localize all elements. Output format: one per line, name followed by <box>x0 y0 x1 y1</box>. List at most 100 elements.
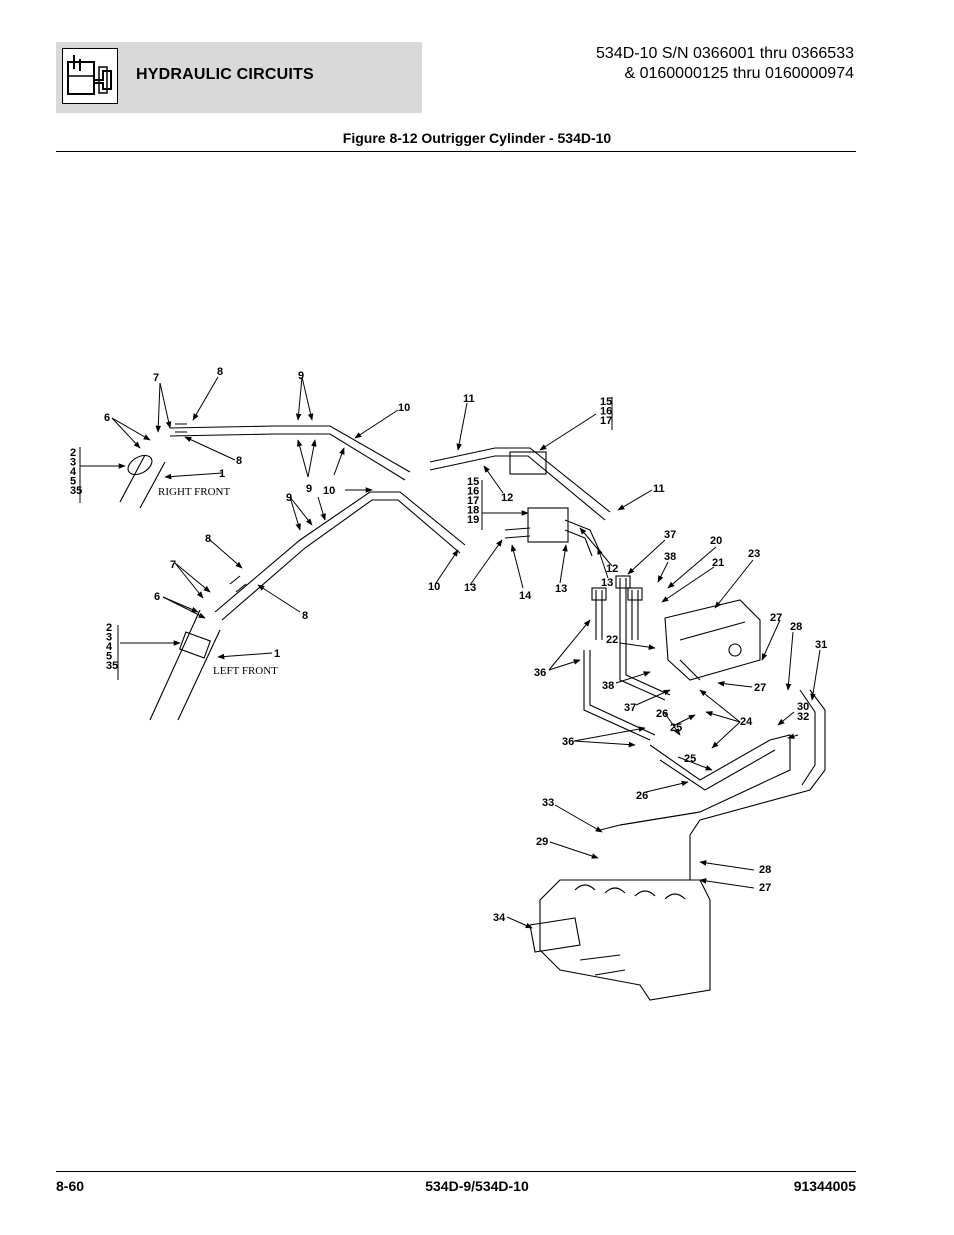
callout: 37 <box>664 529 676 541</box>
right-front-cylinder-end <box>127 454 153 476</box>
callout: 20 <box>710 535 722 547</box>
main-valve-handle-block <box>529 917 581 953</box>
main-valve-spools <box>579 954 626 976</box>
callout: 10 <box>398 402 410 414</box>
upper-clamp-block <box>509 451 547 475</box>
callout: 28 <box>759 864 771 876</box>
stack-callout: 18 <box>467 505 479 517</box>
stack-callout: 35 <box>70 485 82 497</box>
stack-callout: 3 <box>106 632 112 644</box>
callout: 25 <box>670 722 682 734</box>
callout: 26 <box>636 790 648 802</box>
callout: 30 <box>797 701 809 713</box>
callout: 28 <box>790 621 802 633</box>
callout: 6 <box>154 591 160 603</box>
callout: 31 <box>815 639 827 651</box>
stack-callout: 17 <box>467 495 479 507</box>
vertical-tube-middle <box>619 578 671 701</box>
stack-callout: 3 <box>70 457 76 469</box>
callout: 38 <box>664 551 676 563</box>
callout: 29 <box>536 836 548 848</box>
callout: 23 <box>748 548 760 560</box>
callout: 9 <box>298 370 304 382</box>
footer-rule <box>56 1171 856 1172</box>
vertical-tube-right <box>631 590 639 640</box>
tube-nut-b <box>615 575 631 589</box>
stack-callout: 4 <box>70 466 77 478</box>
document-number: 91344005 <box>793 1178 856 1194</box>
hose-to-main-valve-a <box>619 734 791 826</box>
callout: 34 <box>493 912 506 924</box>
tube-nut-a <box>591 587 607 601</box>
leader-lines <box>80 376 821 929</box>
figure-title: Figure 8-12 Outrigger Cylinder - 534D-10 <box>342 130 612 146</box>
header-rule <box>56 151 856 152</box>
callout: 7 <box>153 372 159 384</box>
lower-fittings <box>229 575 247 593</box>
lower-hose-pair <box>214 491 466 621</box>
model-line-1: 534D-10 S/N 0366001 thru 0366533 <box>596 45 854 62</box>
callout: 8 <box>302 610 308 622</box>
callout: 6 <box>104 412 110 424</box>
callout: 27 <box>770 612 782 624</box>
stack-callout: 5 <box>70 476 76 488</box>
outrigger-control-valve <box>664 599 761 681</box>
callout: 8 <box>205 533 211 545</box>
left-front-cylinder <box>149 609 221 721</box>
callout: 10 <box>323 485 335 497</box>
callout: 8 <box>236 455 242 467</box>
callout-numbers: 7 8 6 8 1 9 9 10 10 11 12 11 9 8 7 6 8 1… <box>104 366 827 924</box>
valve-port <box>728 643 742 657</box>
callout: 12 <box>501 492 513 504</box>
stack-callout: 2 <box>70 447 76 459</box>
main-valve-ports <box>574 884 686 900</box>
stack-callout: 17 <box>600 415 612 427</box>
callout: 7 <box>170 559 176 571</box>
callout: 27 <box>759 882 771 894</box>
callout: 27 <box>754 682 766 694</box>
callout: 21 <box>712 557 724 569</box>
callout: 36 <box>534 667 546 679</box>
stack-callout: 16 <box>600 406 612 418</box>
model-line-2: & 0160000125 thru 0160000974 <box>624 65 854 82</box>
hose-to-main-valve-c <box>599 811 701 831</box>
stack-callout: 15 <box>467 476 479 488</box>
callout: 9 <box>286 492 292 504</box>
right-front-label: RIGHT FRONT <box>158 486 231 498</box>
callout: 12 <box>606 563 618 575</box>
stack-callout: 16 <box>467 486 479 498</box>
lower-clamp-block <box>527 507 569 543</box>
hose-to-main-valve-b <box>689 689 826 880</box>
callout: 13 <box>555 583 567 595</box>
callout: 1 <box>274 648 280 660</box>
right-front-cylinder <box>119 454 166 509</box>
callout: 8 <box>217 366 223 378</box>
callout: 24 <box>740 716 753 728</box>
footer-model: 534D-9/534D-10 <box>425 1178 529 1194</box>
stack-callout: 4 <box>106 641 113 653</box>
valve-detail <box>679 621 746 681</box>
main-control-valve <box>539 879 711 1001</box>
callout: 11 <box>653 483 665 495</box>
left-front-cylinder-block <box>179 631 211 659</box>
vertical-tube-left <box>583 590 656 741</box>
upper-fittings <box>175 423 187 433</box>
callout: 38 <box>602 680 614 692</box>
callout-brackets <box>79 397 613 680</box>
callout: 37 <box>624 702 636 714</box>
callout: 33 <box>542 797 554 809</box>
stack-callout: 19 <box>467 514 479 526</box>
page-number: 8-60 <box>56 1178 85 1194</box>
hydraulic-tank-valve-icon <box>62 48 118 104</box>
left-front-label: LEFT FRONT <box>213 665 278 677</box>
callout: 11 <box>463 393 475 405</box>
callout: 26 <box>656 708 668 720</box>
callout: 32 <box>797 711 809 723</box>
lower-tube <box>504 519 601 557</box>
upper-tube <box>429 447 611 521</box>
stack-callout: 35 <box>106 660 118 672</box>
